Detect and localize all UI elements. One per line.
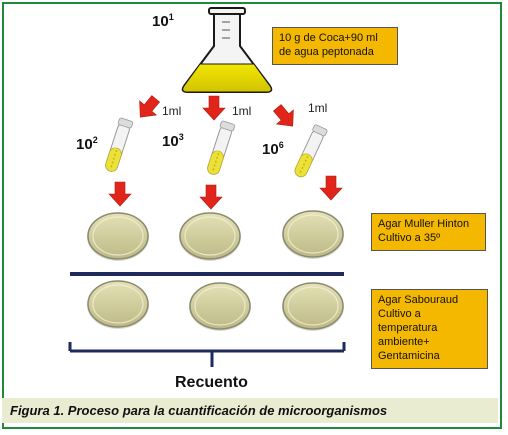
dilution-label-2: 103: [162, 132, 184, 150]
transfer-volume-3: 1ml: [308, 101, 328, 115]
media-box-muller-hinton: Agar Muller Hinton Cultivo a 35º: [371, 213, 486, 251]
count-bracket: [68, 342, 346, 367]
transfer-arrow-2: [202, 95, 226, 121]
plating-arrow-3: [319, 175, 343, 201]
petri-dish-row2-2: [188, 282, 252, 332]
dilution-tube-3: [291, 123, 329, 180]
plating-arrow-1: [108, 181, 132, 207]
transfer-volume-1: 1ml: [162, 104, 182, 118]
petri-dish-row1-3: [281, 210, 345, 260]
petri-dish-row1-2: [178, 212, 242, 262]
plating-arrow-2: [199, 184, 223, 210]
dilution-tube-1: [102, 116, 134, 174]
dilution-label-1: 102: [76, 135, 98, 153]
figure-caption: Figura 1. Proceso para la cuantificación…: [2, 398, 498, 423]
dilution-label-3: 106: [262, 140, 284, 158]
petri-dish-row2-1: [86, 280, 150, 330]
petri-dish-row2-3: [281, 282, 345, 332]
stock-note-box: 10 g de Coca+90 ml de agua peptonada: [272, 27, 398, 65]
transfer-volume-2: 1ml: [232, 104, 252, 118]
stock-dilution-label: 101: [152, 12, 174, 30]
count-label: Recuento: [175, 374, 248, 391]
media-box-sabouraud: Agar Sabouraud Cultivo a temperatura amb…: [371, 289, 488, 369]
dilution-tube-2: [204, 119, 236, 177]
petri-dish-row1-1: [86, 212, 150, 262]
transfer-arrow-3: [268, 100, 302, 134]
flask-icon: [181, 7, 273, 93]
transfer-arrow-1: [131, 91, 165, 125]
